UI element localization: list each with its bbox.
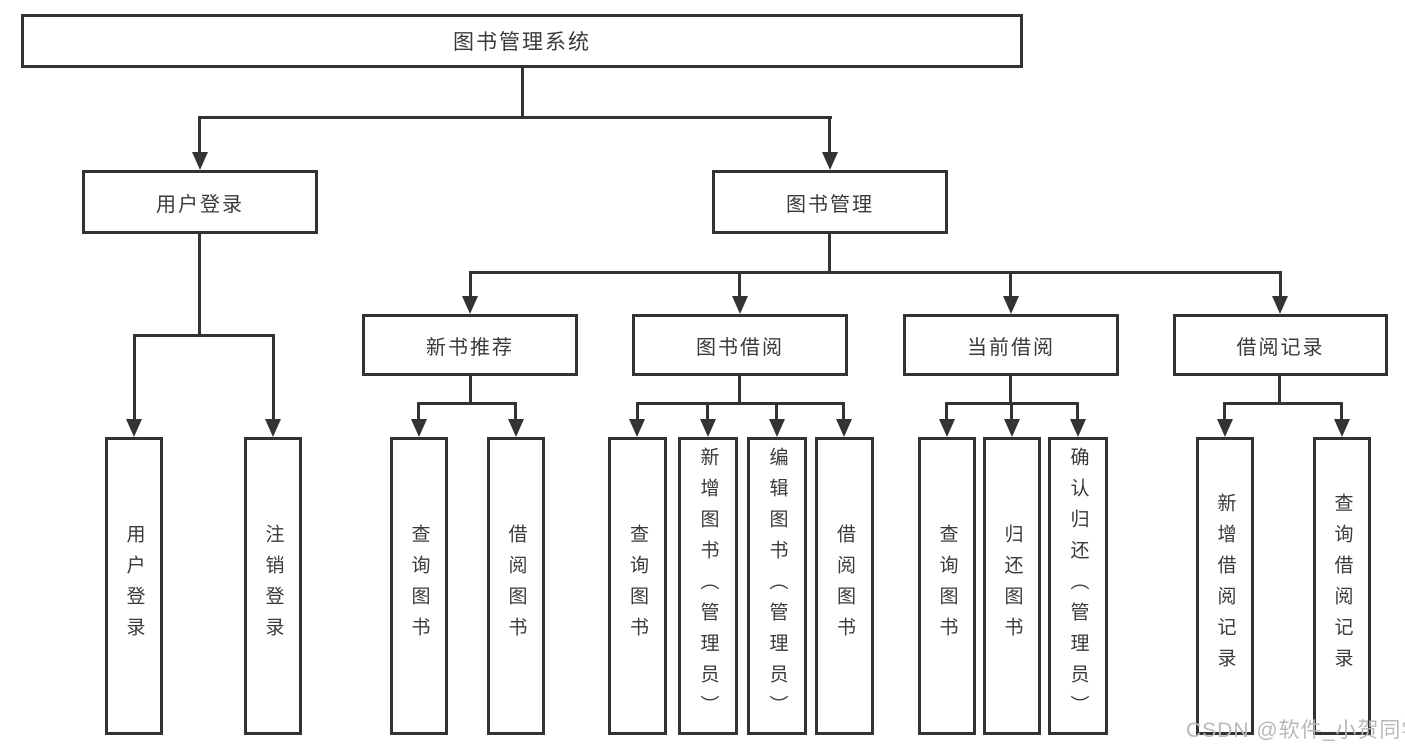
leaf-logout: 注销登录 — [244, 437, 302, 735]
connector-line — [738, 376, 741, 405]
node-borrow-records: 借阅记录 — [1173, 314, 1388, 376]
connector-line — [417, 402, 517, 405]
connector-line — [738, 271, 741, 299]
leaf-query-books: 查询图书 — [390, 437, 448, 735]
connector-line — [828, 234, 831, 274]
connector-line — [417, 402, 420, 424]
connector-line — [636, 402, 639, 424]
connector-line — [775, 402, 778, 424]
connector-line — [198, 234, 201, 336]
leaf-query-borrow-record: 查询借阅记录 — [1313, 437, 1371, 735]
arrowhead — [1217, 419, 1233, 437]
leaf-query-books: 查询图书 — [918, 437, 976, 735]
leaf-add-books-admin: 新增图书（管理员） — [678, 437, 738, 735]
node-new-book-recommend: 新书推荐 — [362, 314, 578, 376]
arrowhead — [508, 419, 524, 437]
connector-line — [1010, 402, 1013, 424]
leaf-return-books: 归还图书 — [983, 437, 1041, 735]
connector-line — [198, 116, 201, 156]
connector-line — [1279, 271, 1282, 299]
leaf-borrow-books: 借阅图书 — [815, 437, 874, 735]
node-current-borrow: 当前借阅 — [903, 314, 1119, 376]
connector-line — [1223, 402, 1226, 424]
node-label: 确认归还（管理员） — [1067, 446, 1089, 726]
connector-line — [469, 376, 472, 405]
node-label: 新增借阅记录 — [1214, 493, 1236, 679]
arrowhead — [411, 419, 427, 437]
arrowhead — [822, 152, 838, 170]
connector-line — [842, 402, 845, 424]
connector-line — [828, 116, 831, 156]
node-label: 借阅图书 — [505, 524, 527, 648]
connector-line — [469, 271, 472, 299]
connector-line — [133, 334, 275, 337]
node-label: 查询图书 — [936, 524, 958, 648]
leaf-edit-books-admin: 编辑图书（管理员） — [747, 437, 807, 735]
node-label: 图书管理系统 — [453, 31, 591, 54]
connector-line — [198, 116, 832, 119]
node-label: 查询图书 — [408, 524, 430, 648]
node-label: 用户登录 — [123, 524, 145, 648]
leaf-borrow-books: 借阅图书 — [487, 437, 545, 735]
arrowhead — [126, 419, 142, 437]
arrowhead — [700, 419, 716, 437]
node-label: 用户登录 — [156, 193, 244, 216]
arrowhead — [836, 419, 852, 437]
arrowhead — [1334, 419, 1350, 437]
connector-line — [706, 402, 709, 424]
node-label: 借阅记录 — [1236, 336, 1325, 359]
leaf-confirm-return-admin: 确认归还（管理员） — [1048, 437, 1108, 735]
arrowhead — [462, 296, 478, 314]
connector-line — [1009, 271, 1012, 299]
connector-line — [469, 271, 1282, 274]
arrowhead — [1272, 296, 1288, 314]
node-book-borrow: 图书借阅 — [632, 314, 848, 376]
leaf-user-login: 用户登录 — [105, 437, 163, 735]
node-label: 查询图书 — [627, 524, 648, 648]
node-root-system: 图书管理系统 — [21, 14, 1023, 68]
connector-line — [514, 402, 517, 424]
node-book-management-group: 图书管理 — [712, 170, 948, 234]
node-label: 新书推荐 — [426, 336, 514, 359]
node-label: 注销登录 — [262, 524, 284, 648]
leaf-add-borrow-record: 新增借阅记录 — [1196, 437, 1254, 735]
node-label: 借阅图书 — [834, 524, 855, 648]
arrowhead — [1070, 419, 1086, 437]
connector-line — [945, 402, 948, 424]
node-user-login-group: 用户登录 — [82, 170, 318, 234]
leaf-query-books: 查询图书 — [608, 437, 667, 735]
connector-line — [1340, 402, 1343, 424]
arrowhead — [769, 419, 785, 437]
arrowhead — [265, 419, 281, 437]
connector-line — [1223, 402, 1342, 405]
node-label: 编辑图书（管理员） — [766, 446, 788, 726]
arrowhead — [939, 419, 955, 437]
connector-line — [521, 68, 524, 118]
node-label: 新增图书（管理员） — [697, 446, 719, 726]
node-label: 归还图书 — [1001, 524, 1023, 648]
connector-line — [1009, 376, 1012, 405]
arrowhead — [1003, 296, 1019, 314]
arrowhead — [629, 419, 645, 437]
connector-line — [133, 334, 136, 424]
node-label: 当前借阅 — [967, 336, 1055, 359]
arrowhead — [732, 296, 748, 314]
connector-line — [272, 334, 275, 424]
node-label: 图书管理 — [786, 193, 874, 216]
node-label: 查询借阅记录 — [1331, 493, 1353, 679]
arrowhead — [192, 152, 208, 170]
connector-line — [1278, 376, 1281, 405]
arrowhead — [1004, 419, 1020, 437]
connector-line — [1076, 402, 1079, 424]
connector-line — [636, 402, 845, 405]
node-label: 图书借阅 — [696, 336, 784, 359]
